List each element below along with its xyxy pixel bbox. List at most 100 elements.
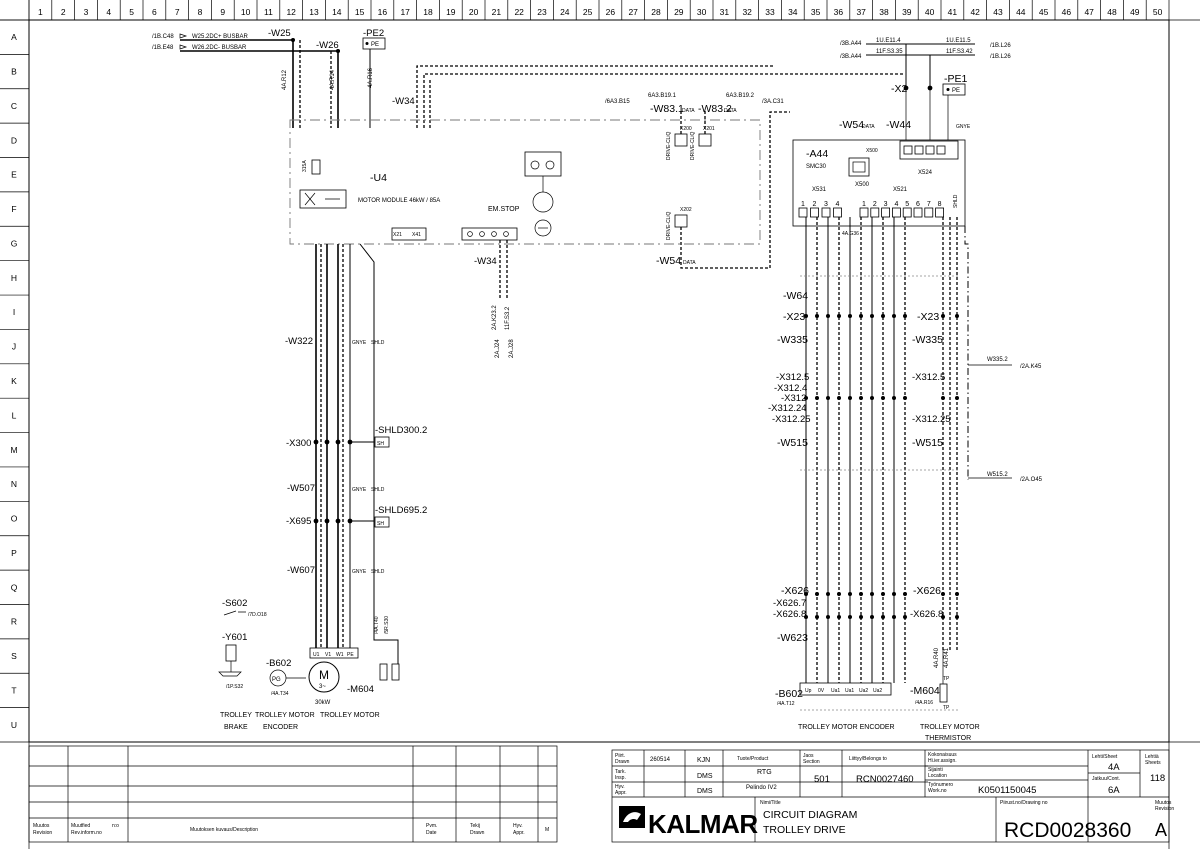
pe1-label: PE	[952, 88, 960, 94]
grid-row-label: D	[11, 135, 17, 145]
terminal-x312-5-right: -X312.5	[912, 372, 945, 383]
grid-column-label: 15	[355, 7, 365, 17]
connector-pin-number: 2	[813, 201, 817, 208]
terminal-dot	[815, 615, 819, 619]
right-circuit: /3B.A44 /3B.A44 1U.E11.4 11F.S3.35 1U.E1…	[768, 38, 1043, 742]
brake-y601: -Y601	[222, 632, 247, 643]
encoder-cable-bundle	[800, 217, 969, 711]
tb-sheets: 118	[1150, 773, 1165, 784]
terminal-dot	[881, 314, 885, 318]
ref-6a3-b19-2: 6A3.B19.2	[726, 93, 755, 99]
ref-11f-s3-35: 11F.S3.35	[876, 49, 903, 55]
port-x500-top: X500	[866, 148, 878, 154]
grid-row-label: O	[11, 514, 18, 524]
shield-shld300: -SHLD300.2	[375, 425, 427, 436]
terminal-x626-7: -X626.7	[773, 598, 806, 609]
rev-col-muutfied-1: Muutfied	[71, 823, 90, 829]
tb-hyv-2: Appr.	[615, 790, 627, 796]
terminal-x312-24: -X312.24	[768, 403, 807, 414]
cable-w34-bottom: -W34	[474, 256, 497, 267]
module-u4: -U4	[370, 172, 387, 184]
tb-drawno-label: Piirust.no/Drawing no	[1000, 800, 1048, 806]
tb-jatkuu: Jatkuu/Cont.	[1092, 776, 1120, 782]
grid-column-label: 37	[856, 7, 866, 17]
terminal-dot	[859, 592, 863, 596]
grid-column-label: 13	[309, 7, 319, 17]
tb-work-no: K0501150045	[978, 785, 1036, 796]
ref-1b-c48: /1B.C48	[152, 34, 174, 40]
connector-pin	[798, 207, 808, 218]
terminal-pe: PE	[347, 652, 354, 658]
terminal-x626: -X626	[781, 585, 809, 597]
terminal-dot	[870, 314, 874, 318]
connector-x521: X521	[893, 187, 908, 193]
connector-pin-number: 5	[905, 201, 909, 208]
grid-column-label: 12	[286, 7, 296, 17]
w83-1-data: DATA	[682, 108, 695, 114]
rev-col-description: Muutoksen kuvaus/Description	[190, 827, 258, 833]
terminal-dot	[892, 615, 896, 619]
terminal-dot	[955, 314, 959, 318]
terminal-dot	[848, 396, 852, 400]
tb-insp-name: DMS	[697, 773, 713, 780]
ref-3b-a44-2: /3B.A44	[840, 54, 862, 60]
ref-1b-e48: /1B.E48	[152, 45, 174, 51]
cliq-label-1: DRIVE-CLiQ	[666, 132, 672, 160]
grid-row-label: N	[11, 479, 17, 489]
connector-pin	[833, 207, 842, 218]
em-stop-label: EM.STOP	[488, 206, 520, 213]
terminal-dot	[837, 615, 841, 619]
connector-pin	[870, 207, 880, 218]
connector-pin	[810, 207, 819, 218]
grid-column-label: 1	[38, 7, 43, 17]
w44-gnye: GNYE	[956, 124, 971, 130]
connector-pin	[881, 207, 890, 218]
grid-row-label: M	[10, 445, 17, 455]
shld695-sh: SH	[377, 521, 384, 527]
grid-column-label: 41	[948, 7, 958, 17]
tb-jaos-1: Jaos	[803, 753, 814, 759]
cable-w607: -W607	[287, 565, 315, 576]
rev-col-muutos-1: Muutos	[33, 823, 50, 829]
terminal-dot	[955, 592, 959, 596]
ref-4a-r41: 4A.R41	[944, 647, 950, 668]
grid-column-label: 3	[84, 7, 89, 17]
terminal-dot	[903, 592, 907, 596]
ref-4a-r40: 4A.R40	[934, 647, 940, 668]
tb-lehtia-2: Sheets	[1145, 760, 1161, 766]
middle-circuit: /6A3.B15 6A3.B19.1 6A3.B19.2 /3A.C31 -W8…	[605, 93, 790, 269]
terminal-dot	[892, 396, 896, 400]
terminal-dot	[941, 396, 945, 400]
tp-bottom: TP	[943, 705, 950, 711]
terminal-dot	[848, 615, 852, 619]
revision-table: Muutos Revision Muutfied Rev.inform.no n…	[28, 745, 558, 843]
terminal-x23-right: -X23	[917, 311, 939, 323]
terminal-u1: U1	[313, 652, 320, 658]
terminal-dot	[826, 592, 830, 596]
w34-ref-3: 2A.J24	[495, 339, 501, 358]
grid-row-label: G	[11, 238, 18, 248]
terminal-dot	[804, 615, 808, 619]
rev-col-m: M	[545, 827, 549, 833]
encoder-pin-label: Ua2	[873, 688, 882, 694]
busbar-pos-label: W25.2DC+ BUSBAR	[192, 34, 249, 40]
grid-column-label: 17	[400, 7, 410, 17]
caption-thermistor-1: TROLLEY MOTOR	[920, 724, 980, 731]
terminal-dot	[870, 615, 874, 619]
w607-gnye: GNYE	[352, 569, 367, 575]
cable-w83-1: -W83.1	[650, 103, 684, 115]
s602-ref: /7D.O18	[248, 612, 267, 618]
terminal-dot	[955, 396, 959, 400]
cable-w44: -W44	[886, 119, 911, 131]
grid-column-label: 32	[742, 7, 752, 17]
connector-pin-number: 4	[894, 201, 898, 208]
ref-1b-l26-1: /1B.L26	[990, 43, 1011, 49]
port-x202: X202	[680, 207, 692, 213]
terminal-dot	[848, 592, 852, 596]
grid-column-label: 26	[606, 7, 616, 17]
grid-column-label: 9	[220, 7, 225, 17]
ref-3b-a44-1: /3B.A44	[840, 41, 862, 47]
connector-pin-number: 3	[824, 201, 828, 208]
